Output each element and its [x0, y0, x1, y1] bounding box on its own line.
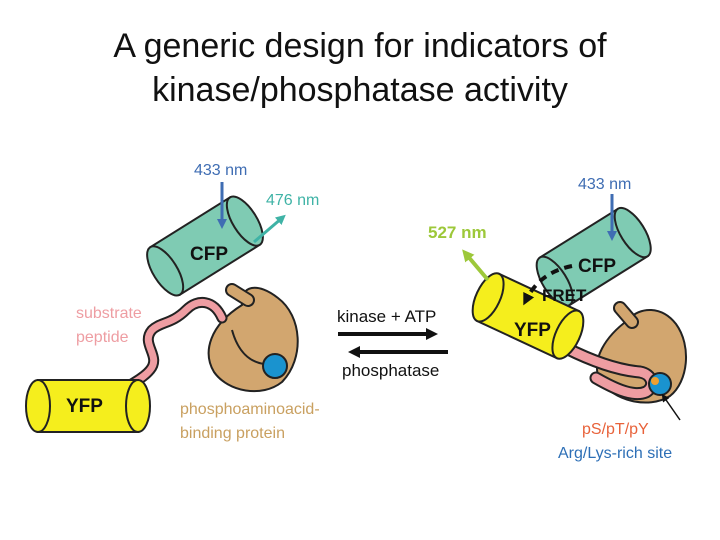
substrate-label-line-2: peptide: [76, 329, 129, 346]
title-line-2: kinase/phosphatase activity: [152, 71, 568, 109]
left-yfp-barrel: [25, 379, 151, 433]
left-cfp-barrel: [146, 195, 264, 297]
left-excitation-label: 433 nm: [194, 162, 247, 179]
right-yfp-label: YFP: [514, 320, 551, 341]
left-binding-site: [262, 353, 288, 379]
left-yfp-label: YFP: [66, 396, 103, 417]
left-construct: CFP YFP 433 nm 476 nm substrate peptide …: [25, 162, 320, 442]
title-line-1: A generic design for indicators of: [113, 27, 607, 65]
phospho-group: [651, 377, 659, 385]
right-yfp-barrel: [471, 272, 585, 360]
binding-protein-label-line-2: binding protein: [180, 425, 285, 442]
right-cfp-label: CFP: [578, 256, 616, 277]
right-binding-site: [648, 372, 672, 396]
right-emission-arrow: [462, 249, 490, 282]
reaction-arrows: kinase + ATP phosphatase: [337, 307, 448, 380]
left-emission-arrow: [253, 214, 286, 244]
right-excitation-label: 433 nm: [578, 176, 631, 193]
slide-title: A generic design for indicators of kinas…: [0, 24, 720, 112]
fret-label: FRET: [542, 286, 587, 305]
site-pointer-arrow: [661, 393, 681, 421]
forward-reaction-label: kinase + ATP: [337, 307, 436, 326]
left-emission-label: 476 nm: [266, 192, 319, 209]
substrate-label-line-1: substrate: [76, 305, 142, 322]
binding-protein-label-line-1: phosphoaminoacid-: [180, 401, 320, 418]
left-cfp-label: CFP: [190, 244, 228, 265]
right-emission-label: 527 nm: [428, 223, 487, 242]
site-label-line-2: Arg/Lys-rich site: [558, 445, 672, 462]
reverse-reaction-label: phosphatase: [342, 361, 439, 380]
fret-arrow: [523, 264, 573, 306]
right-cfp-barrel: [535, 206, 652, 307]
site-label-line-1: pS/pT/pY: [582, 421, 649, 438]
left-protein-groove: [231, 329, 265, 365]
right-construct: CFP YFP FRET 433 nm 527 nm pS/pT/pY Arg/…: [428, 176, 687, 462]
